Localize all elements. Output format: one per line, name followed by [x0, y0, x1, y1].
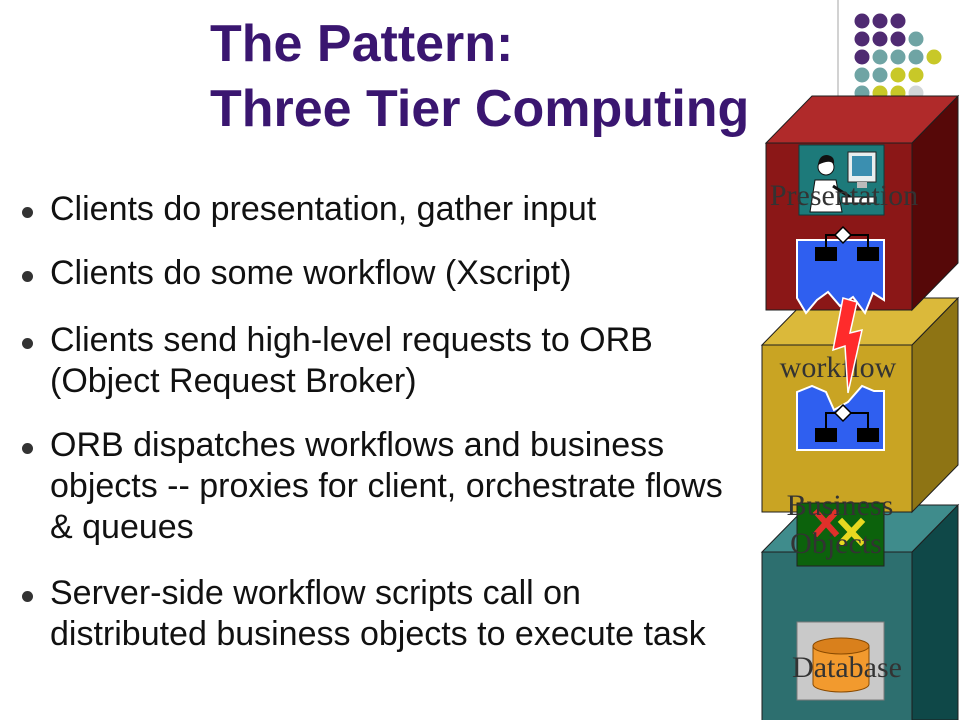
database-label: Database — [792, 651, 902, 684]
workflow-decision-diamond — [833, 403, 853, 423]
yellow-cross-icon — [837, 517, 866, 547]
workflow-chart-connector — [851, 412, 869, 428]
bullet-line: Clients do presentation, gather input — [50, 190, 597, 228]
workflow-chart-icon — [796, 225, 885, 316]
workflow-step-box — [857, 428, 879, 442]
decor-dot — [872, 31, 888, 47]
workflow-step-box — [815, 428, 837, 442]
lightning-bolt-icon — [832, 297, 863, 394]
bullet-line: Server-side workflow scripts call on — [50, 574, 581, 612]
bullet-line: & queues — [50, 508, 194, 546]
decor-dot — [854, 31, 870, 47]
monitor-screen — [852, 156, 872, 176]
decor-dot — [854, 13, 870, 29]
bullet-line: distributed business objects to execute … — [50, 615, 706, 653]
database-cylinder-top — [812, 637, 870, 655]
decor-dot — [908, 31, 924, 47]
bullet-dot-icon — [22, 443, 33, 454]
decor-dot — [872, 13, 888, 29]
decor-dot — [890, 31, 906, 47]
business-objects-label: Business — [787, 489, 894, 522]
title-line: Three Tier Computing — [210, 80, 750, 138]
title-line: The Pattern: — [210, 15, 514, 73]
bullet-line: Clients send high-level requests to ORB — [50, 321, 653, 359]
person-at-computer-icon — [798, 144, 885, 216]
decor-dot — [926, 49, 942, 65]
keyboard-icon — [841, 196, 877, 204]
bullet-dot-icon — [22, 591, 33, 602]
workflow-chart-connector — [851, 234, 869, 247]
business-objects-label: Objects — [790, 527, 882, 560]
decor-dot — [854, 49, 870, 65]
decor-dot — [872, 49, 888, 65]
monitor-stand — [857, 182, 867, 188]
workflow-label: workflow — [780, 351, 897, 384]
slide-title: The Pattern: Three Tier Computing — [210, 12, 749, 142]
bullet-text: Server-side workflow scripts call on dis… — [50, 573, 706, 655]
presentation-label: Presentation — [770, 179, 918, 212]
bullet-text: Clients do presentation, gather input — [50, 189, 596, 230]
decor-dot-grid — [854, 13, 942, 101]
workflow-step-box — [857, 247, 879, 261]
business-objects-icon — [796, 502, 885, 567]
bullet-text: ORB dispatches workflows and business ob… — [50, 425, 723, 548]
presentation-tier-box — [764, 94, 960, 312]
bullet-line: objects -- proxies for client, orchestra… — [50, 467, 723, 505]
three-tier-diagram: Database workflow Business Objects — [760, 0, 960, 720]
bullet-line: Clients do some workflow (Xscript) — [50, 254, 572, 292]
bullet-text: Clients send high-level requests to ORB … — [50, 320, 653, 402]
bullet-line: (Object Request Broker) — [50, 362, 417, 400]
workflow-decision-diamond — [833, 225, 853, 245]
decor-dot — [872, 67, 888, 83]
decor-dot — [908, 67, 924, 83]
bullet-dot-icon — [22, 207, 33, 218]
database-cylinder-icon — [796, 621, 885, 701]
workflow-chart-connector — [825, 234, 835, 247]
person-hair — [818, 155, 835, 165]
database-cylinder-body — [812, 645, 870, 693]
red-cross-icon — [812, 508, 840, 538]
bullet-dot-icon — [22, 338, 33, 349]
bullet-text: Clients do some workflow (Xscript) — [50, 253, 571, 294]
decor-dot — [890, 49, 906, 65]
decor-dot — [890, 67, 906, 83]
decor-dot — [890, 13, 906, 29]
workflow-chart-icon — [796, 384, 885, 451]
workflow-chart-connector — [825, 412, 835, 428]
person-arm — [832, 184, 851, 199]
business-objects-box — [796, 502, 885, 567]
bullet-line: ORB dispatches workflows and business — [50, 426, 665, 464]
decor-dot — [908, 49, 924, 65]
decor-dot — [854, 67, 870, 83]
bullet-dot-icon — [22, 271, 33, 282]
workflow-step-box — [815, 247, 837, 261]
